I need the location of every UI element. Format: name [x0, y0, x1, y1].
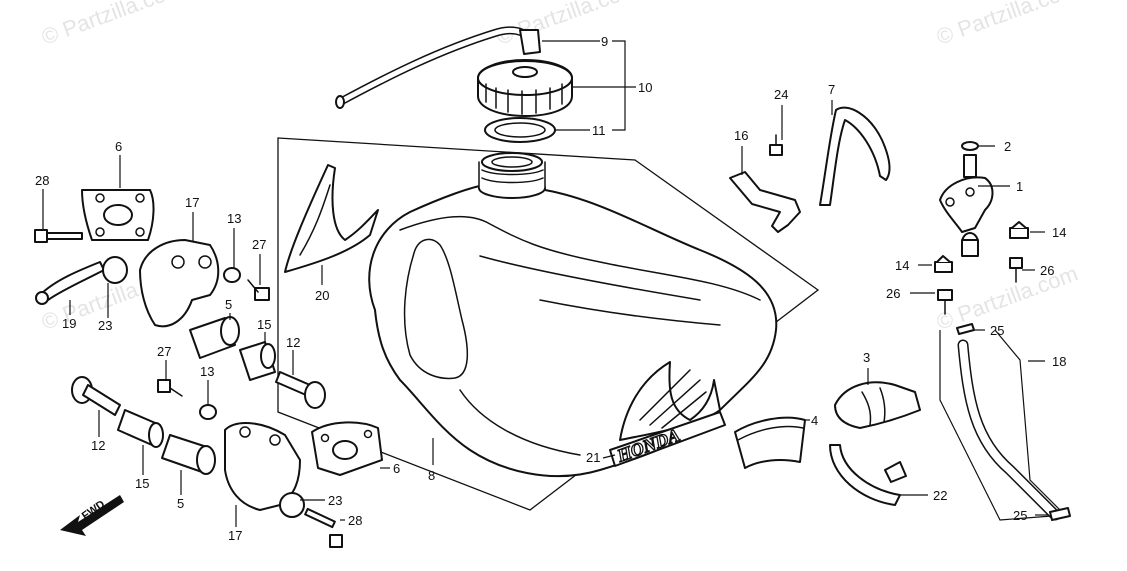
callout-25-upper: 25 — [990, 323, 1004, 338]
rear-bracket[interactable] — [819, 106, 891, 206]
hose-clip-lower[interactable] — [1049, 507, 1071, 521]
collar-lower[interactable] — [161, 434, 216, 475]
tank-band[interactable] — [829, 444, 907, 506]
ground-wire-terminal[interactable] — [35, 261, 105, 305]
callout-4: 4 — [811, 413, 818, 428]
bracket-screw[interactable] — [769, 134, 783, 156]
mount-pin-upper[interactable] — [275, 371, 326, 409]
valve-screw-left[interactable] — [934, 255, 953, 273]
collar-upper[interactable] — [189, 316, 240, 359]
washer-upper[interactable] — [102, 256, 128, 284]
callout-16: 16 — [734, 128, 748, 143]
callout-9: 9 — [601, 34, 608, 49]
callout-24: 24 — [774, 87, 788, 102]
watermark-right: © Partzilla.com — [933, 261, 1081, 335]
callout-13-lower: 13 — [200, 364, 214, 379]
rubber-bushing-upper[interactable] — [239, 341, 276, 381]
callout-6-upper: 6 — [115, 139, 122, 154]
callout-23-upper: 23 — [98, 318, 112, 333]
callout-numbers: 9 10 11 1 2 3 4 7 8 18 14 14 26 26 25 25… — [35, 34, 1066, 543]
nut-lower[interactable] — [199, 404, 217, 420]
cap-gasket[interactable] — [484, 117, 556, 143]
leader-lines — [42, 40, 1048, 527]
callout-17-lower: 17 — [228, 528, 242, 543]
fuel-valve[interactable] — [939, 154, 994, 257]
seat-mount-rubber[interactable] — [834, 381, 921, 429]
callout-15-lower: 15 — [135, 476, 149, 491]
callout-25-lower: 25 — [1013, 508, 1027, 523]
valve-bolt-right[interactable] — [1009, 257, 1023, 283]
callout-20: 20 — [315, 288, 329, 303]
breather-tube[interactable] — [335, 26, 541, 109]
callout-2: 2 — [1004, 139, 1011, 154]
callout-6-lower: 6 — [393, 461, 400, 476]
mount-bracket-lower[interactable] — [224, 422, 301, 511]
callout-26-left: 26 — [886, 286, 900, 301]
watermark-top-center: © Partzilla.com — [493, 0, 641, 50]
callout-27-lower: 27 — [157, 344, 171, 359]
callout-14-left: 14 — [895, 258, 909, 273]
callout-28-lower: 28 — [348, 513, 362, 528]
bolt-27-lower[interactable] — [157, 379, 183, 397]
callout-7: 7 — [828, 82, 835, 97]
callout-27-upper: 27 — [252, 237, 266, 252]
mount-bracket-upper[interactable] — [139, 239, 220, 328]
callout-13-upper: 13 — [227, 211, 241, 226]
mount-plate-lower[interactable] — [311, 421, 383, 476]
watermark-top-left: © Partzilla.com — [38, 0, 186, 50]
mount-plate-upper[interactable] — [81, 189, 155, 241]
watermark-top-right: © Partzilla.com — [933, 0, 1081, 50]
callout-22: 22 — [933, 488, 947, 503]
callout-17-upper: 17 — [185, 195, 199, 210]
valve-bolt-left[interactable] — [937, 289, 953, 315]
callout-3: 3 — [863, 350, 870, 365]
callout-12-upper: 12 — [286, 335, 300, 350]
callout-23-lower: 23 — [328, 493, 342, 508]
nut-upper[interactable] — [223, 267, 241, 283]
callout-5-lower: 5 — [177, 496, 184, 511]
front-bracket[interactable] — [729, 171, 801, 233]
fuel-hose[interactable] — [939, 329, 1067, 521]
callout-26-right: 26 — [1040, 263, 1054, 278]
callout-19: 19 — [62, 316, 76, 331]
rubber-bushing-lower[interactable] — [117, 409, 164, 448]
callout-5-upper: 5 — [225, 297, 232, 312]
callout-11: 11 — [592, 123, 606, 138]
callout-12-lower: 12 — [91, 438, 105, 453]
filler-neck — [478, 152, 546, 199]
tank-stripe-decal[interactable] — [284, 164, 379, 273]
washer-lower[interactable] — [279, 492, 305, 518]
bolt-27-upper[interactable] — [247, 279, 270, 301]
forward-direction-indicator: FWD — [60, 495, 124, 536]
callout-10: 10 — [638, 80, 652, 95]
callout-1: 1 — [1016, 179, 1023, 194]
valve-screw-right[interactable] — [1009, 221, 1029, 239]
tank-cushion[interactable] — [734, 416, 806, 469]
mount-bolt-lower[interactable] — [304, 507, 343, 548]
callout-15-upper: 15 — [257, 317, 271, 332]
callout-18: 18 — [1052, 354, 1066, 369]
fuel-cap[interactable] — [477, 59, 573, 117]
callout-14-right: 14 — [1052, 225, 1066, 240]
callout-28-upper: 28 — [35, 173, 49, 188]
fuel-tank[interactable] — [368, 185, 778, 478]
valve-washer[interactable] — [961, 141, 979, 151]
mount-bolt-upper[interactable] — [34, 229, 83, 243]
callout-8: 8 — [428, 468, 435, 483]
mount-pin-lower[interactable] — [71, 376, 121, 416]
callout-21: 21 — [586, 450, 600, 465]
